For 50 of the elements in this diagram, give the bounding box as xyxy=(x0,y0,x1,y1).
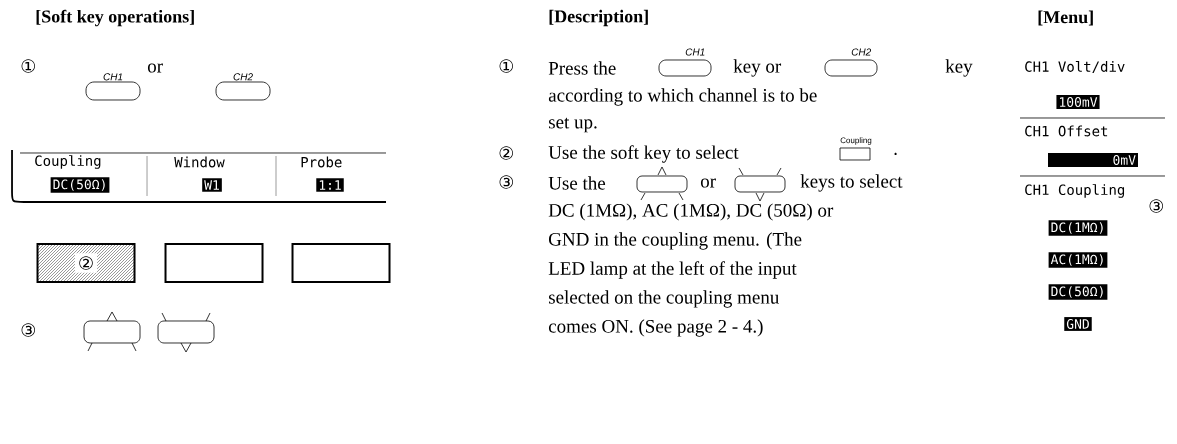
arrow-key xyxy=(157,312,215,353)
step-number: ① xyxy=(499,59,513,73)
description-text: LED lamp at the left of the input xyxy=(548,261,797,279)
key-label: CH1 xyxy=(685,48,705,56)
node-label: CH2 xyxy=(233,73,253,81)
key-label: Coupling xyxy=(840,137,872,145)
column-header: Window xyxy=(174,156,225,168)
highlighted-value: DC(50Ω) xyxy=(1048,284,1108,300)
highlighted-value: AC(1MΩ) xyxy=(1048,252,1108,268)
soft-key: ② xyxy=(36,243,136,283)
connecting-word: or xyxy=(147,63,163,73)
description-text: comes ON. (See page 2 - 4.) xyxy=(548,319,763,337)
arrow-key xyxy=(83,311,141,352)
description-text: key or xyxy=(733,59,782,77)
description-text: selected on the coupling menu xyxy=(549,290,779,308)
soft-key xyxy=(164,243,264,283)
step-number: ② xyxy=(499,146,513,160)
step-number: ③ xyxy=(21,323,36,337)
description-text: Use the xyxy=(548,176,606,190)
description-text: Press the xyxy=(548,61,616,75)
description-text: according to which channel is to be xyxy=(548,88,817,106)
description-text: set up. xyxy=(549,117,597,133)
description-text: GND in the coupling menu. (The xyxy=(549,232,802,250)
highlighted-value: DC(1MΩ) xyxy=(1048,220,1108,236)
soft-key xyxy=(291,243,391,283)
key-label: CH2 xyxy=(851,48,872,56)
description-text: . xyxy=(894,152,897,156)
channel-key: CH1 xyxy=(85,73,141,101)
menu-heading: CH1 Coupling xyxy=(1025,184,1125,198)
section-heading: [Soft key operations] xyxy=(36,9,194,27)
description-text: keys to select xyxy=(800,174,903,192)
highlighted-value: 100mV xyxy=(1056,95,1100,109)
highlighted-value: GND xyxy=(1064,317,1092,331)
menu-heading: CH1 Offset xyxy=(1025,125,1108,137)
highlighted-value: DC(50Ω) xyxy=(50,177,110,193)
highlighted-value: W1 xyxy=(202,178,222,192)
description-text: Use the soft key to select xyxy=(548,145,739,163)
highlighted-value: 1:1 xyxy=(316,178,344,192)
step-number: ① xyxy=(21,59,36,73)
node-label: CH1 xyxy=(103,73,123,81)
description-text: key xyxy=(945,59,973,77)
menu-heading: CH1 Volt/div xyxy=(1025,61,1125,73)
step-number: ③ xyxy=(499,175,513,189)
description-text: or xyxy=(700,178,716,188)
highlighted-value: 0mV xyxy=(1048,153,1138,167)
step-number: ③ xyxy=(1149,199,1163,213)
section-heading: [Description] xyxy=(549,9,648,27)
section-heading: [Menu] xyxy=(1038,10,1093,26)
description-text: DC (1MΩ), AC (1MΩ), DC (50Ω) or xyxy=(548,203,834,221)
channel-key: CH2 xyxy=(215,73,271,101)
